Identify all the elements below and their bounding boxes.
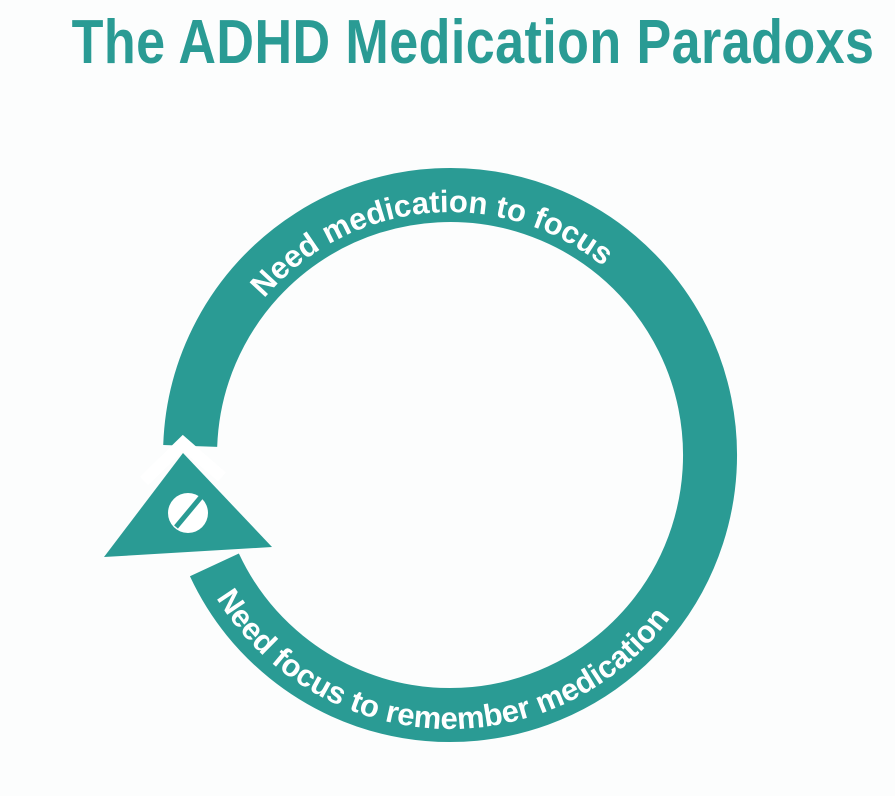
pill-score-line: [174, 495, 203, 529]
cycle-label-bottom-text: Need focus to remember medication: [210, 582, 676, 736]
cycle-ring: [163, 168, 737, 743]
pill-icon: [168, 493, 208, 533]
arrowhead-notch: [139, 434, 226, 486]
cycle-label-bottom: Need focus to remember medication: [210, 582, 676, 736]
page-title: The ADHD Medication Paradoxs: [71, 8, 875, 77]
